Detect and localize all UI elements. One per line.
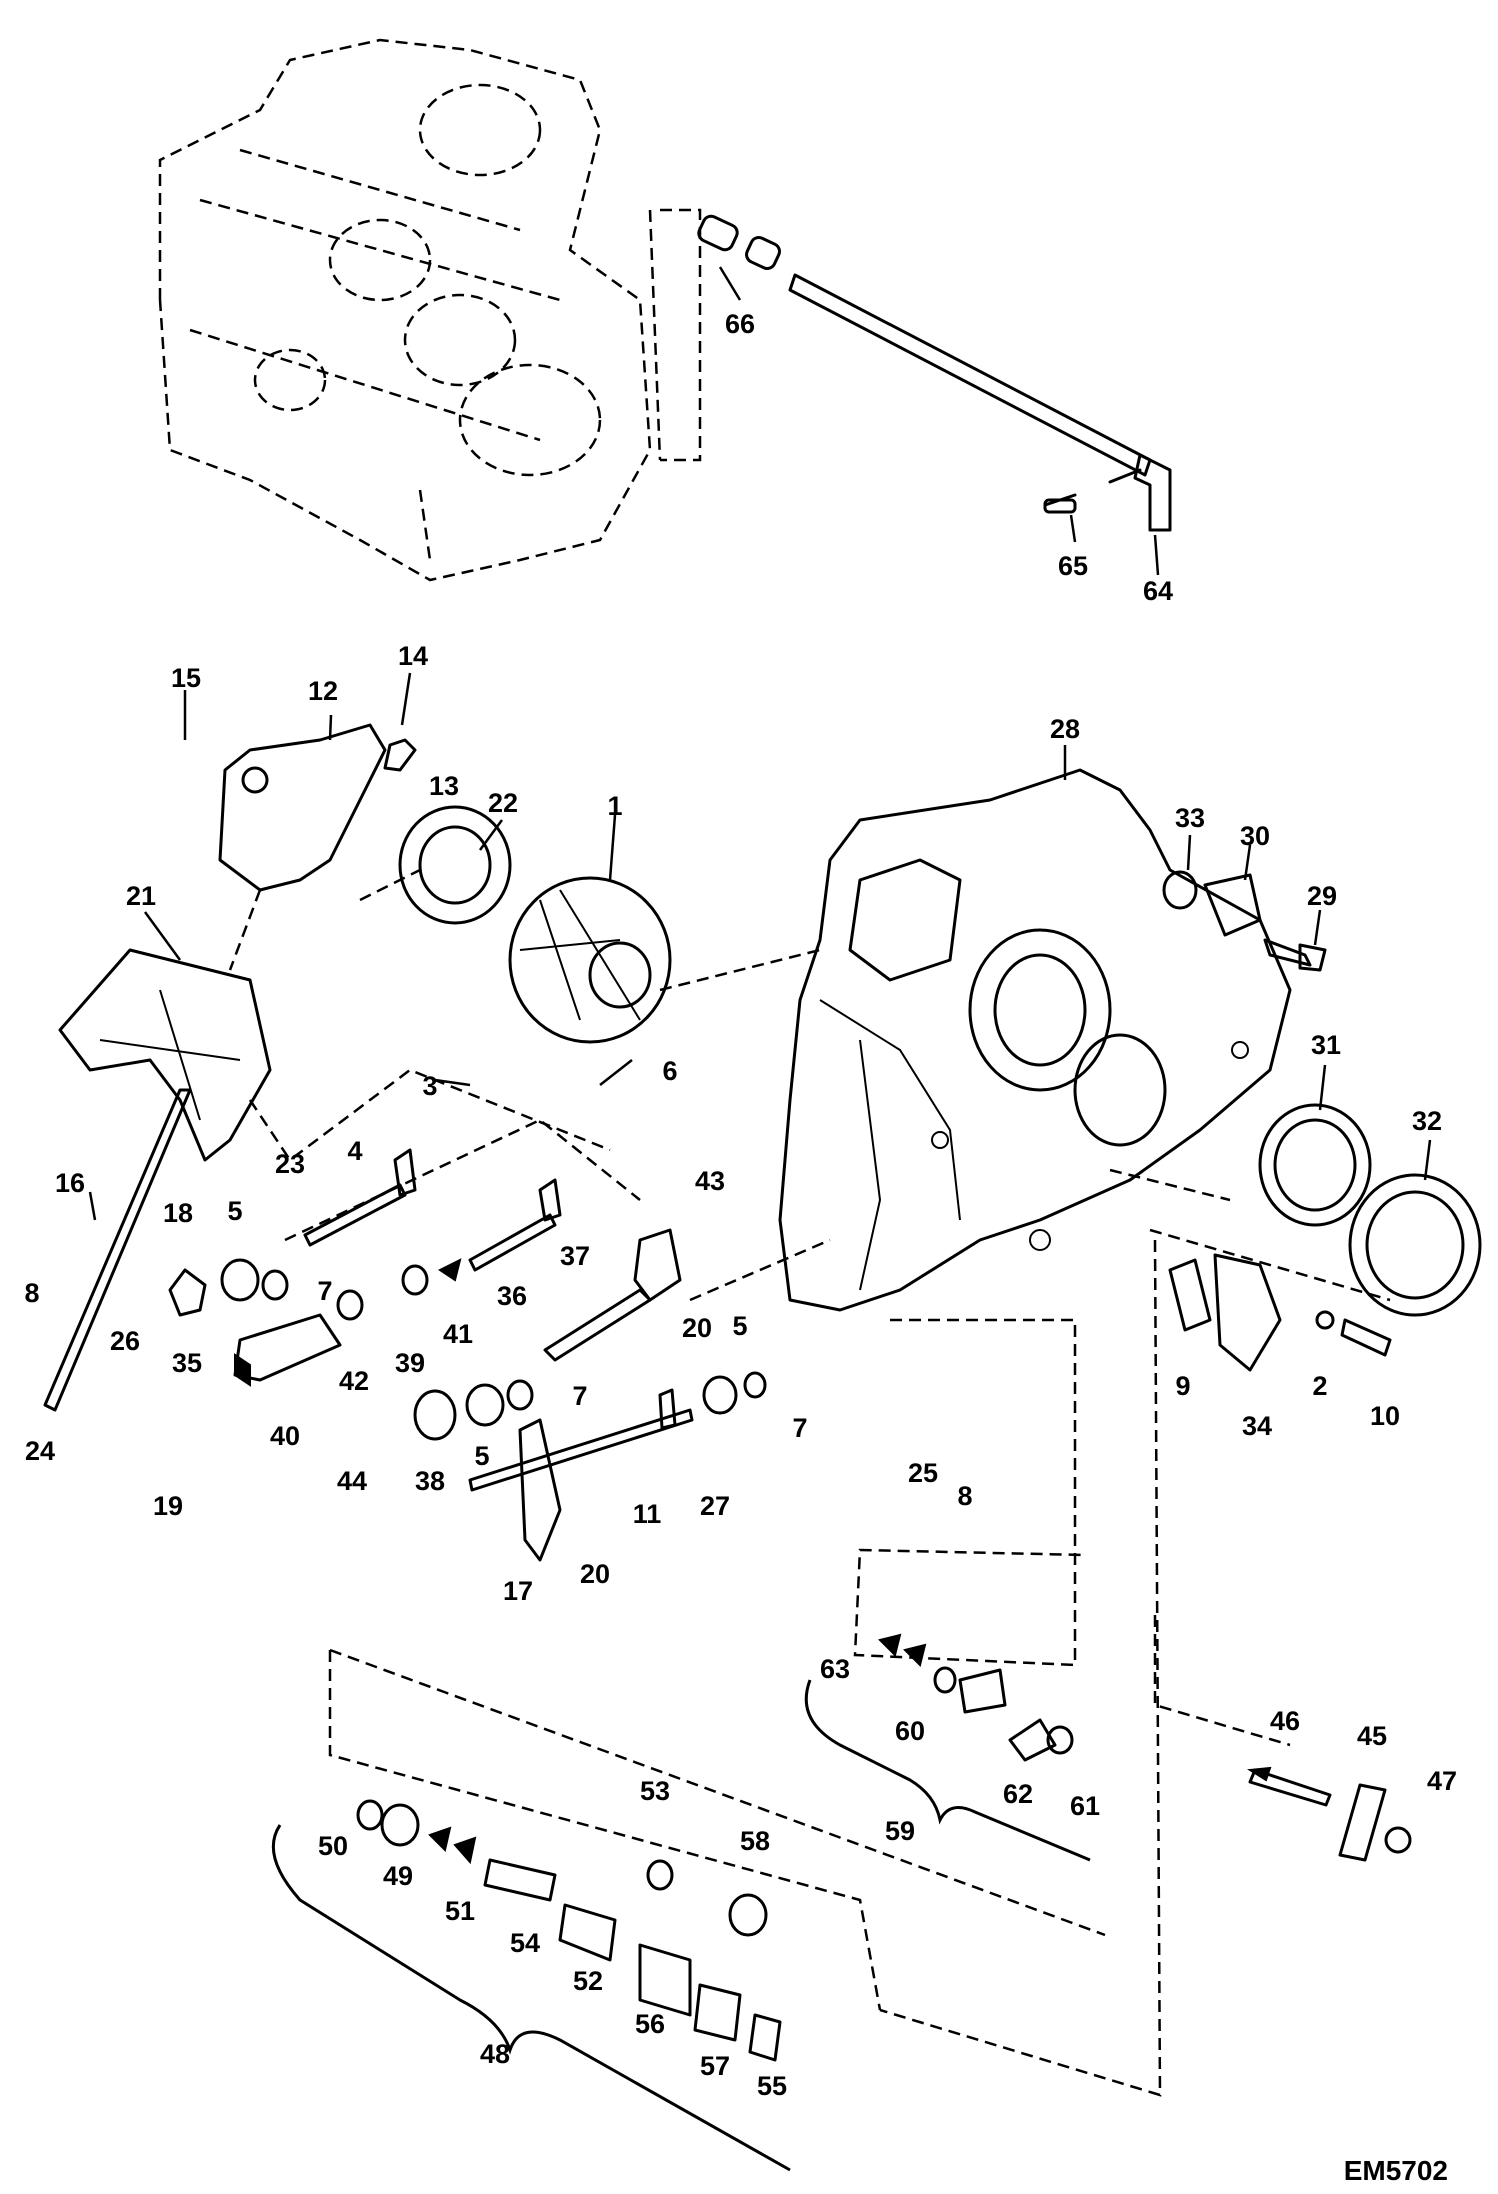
callout-65: 65 [1058, 551, 1088, 581]
callout-55: 55 [757, 2071, 787, 2101]
callout-39: 39 [395, 1348, 425, 1378]
callout-45: 45 [1357, 1721, 1387, 1751]
callout-54: 54 [510, 1928, 540, 1958]
callout-47: 47 [1427, 1766, 1457, 1796]
routing-lines [328, 1239, 1291, 2097]
callout-4: 4 [347, 1136, 362, 1166]
callout-63: 63 [820, 1654, 850, 1684]
group-48-parts [356, 1799, 782, 2062]
callout-51: 51 [445, 1896, 475, 1926]
callout-26: 26 [110, 1326, 140, 1356]
callout-16: 16 [55, 1168, 85, 1198]
callout-42: 42 [339, 1366, 369, 1396]
callout-12: 12 [308, 676, 338, 706]
callout-58: 58 [740, 1826, 770, 1856]
callout-30: 30 [1240, 821, 1270, 851]
callout-25: 25 [908, 1458, 938, 1488]
callout-18: 18 [163, 1198, 193, 1228]
callout-37: 37 [560, 1241, 590, 1271]
governor-bracket-group [43, 889, 611, 1412]
callout-7a: 7 [317, 1276, 332, 1306]
water-pump-group [218, 723, 821, 1044]
callout-22: 22 [488, 788, 518, 818]
callout-10: 10 [1370, 1401, 1400, 1431]
callout-66: 66 [725, 309, 755, 339]
group-59-parts [878, 1633, 1412, 1862]
governor-shafts [168, 1118, 831, 1562]
callout-60: 60 [895, 1716, 925, 1746]
brace-59 [804, 1679, 1091, 1862]
callout-14: 14 [398, 641, 428, 671]
callout-32: 32 [1412, 1106, 1442, 1136]
callout-7c: 7 [792, 1413, 807, 1443]
callout-1: 1 [607, 791, 622, 821]
callout-48: 48 [480, 2039, 510, 2069]
callout-27: 27 [700, 1491, 730, 1521]
callout-41: 41 [443, 1319, 473, 1349]
callout-5b: 5 [474, 1441, 489, 1471]
callout-44: 44 [337, 1466, 367, 1496]
callout-61: 61 [1070, 1791, 1100, 1821]
callout-50: 50 [318, 1831, 348, 1861]
callout-17: 17 [503, 1576, 533, 1606]
callout-5c: 5 [732, 1311, 747, 1341]
engine-block-outline [158, 38, 662, 582]
callout-24: 24 [25, 1436, 55, 1466]
callout-6: 6 [662, 1056, 677, 1086]
callout-53: 53 [640, 1776, 670, 1806]
callout-13: 13 [429, 771, 459, 801]
callout-38: 38 [415, 1466, 445, 1496]
dipstick-assembly [660, 208, 1172, 532]
callout-29: 29 [1307, 881, 1337, 911]
callout-8b: 8 [957, 1481, 972, 1511]
callout-labels: 1 2 3 4 5 5 5 6 7 7 7 8 8 9 10 11 12 13 … [24, 309, 1457, 2101]
callout-40: 40 [270, 1421, 300, 1451]
callout-15: 15 [171, 663, 201, 693]
callout-19: 19 [153, 1491, 183, 1521]
callout-31: 31 [1311, 1030, 1341, 1060]
callout-11: 11 [633, 1499, 662, 1529]
callout-7b: 7 [572, 1381, 587, 1411]
callout-59: 59 [885, 1816, 915, 1846]
callout-43: 43 [695, 1166, 725, 1196]
callout-20b: 20 [580, 1559, 610, 1589]
callout-52: 52 [573, 1966, 603, 1996]
callout-64: 64 [1143, 576, 1173, 606]
callout-3: 3 [422, 1071, 437, 1101]
callout-8a: 8 [24, 1278, 39, 1308]
callout-36: 36 [497, 1281, 527, 1311]
callout-5a: 5 [227, 1196, 242, 1226]
callout-20a: 20 [682, 1313, 712, 1343]
callout-62: 62 [1003, 1779, 1033, 1809]
leader-lines [88, 266, 1432, 1221]
callout-35: 35 [172, 1348, 202, 1378]
callout-33: 33 [1175, 803, 1205, 833]
gear-cover [778, 768, 1292, 1312]
callout-2: 2 [1312, 1371, 1327, 1401]
drawing-code: EM5702 [1344, 2155, 1448, 2186]
right-seals [1109, 870, 1482, 1372]
callout-21: 21 [126, 881, 156, 911]
brace-48 [271, 1824, 791, 2172]
callout-34: 34 [1242, 1411, 1272, 1441]
callout-28: 28 [1050, 714, 1080, 744]
callout-23: 23 [275, 1149, 305, 1179]
callout-57: 57 [700, 2051, 730, 2081]
callout-46: 46 [1270, 1706, 1300, 1736]
callout-9: 9 [1175, 1371, 1190, 1401]
callout-49: 49 [383, 1861, 413, 1891]
callout-56: 56 [635, 2009, 665, 2039]
